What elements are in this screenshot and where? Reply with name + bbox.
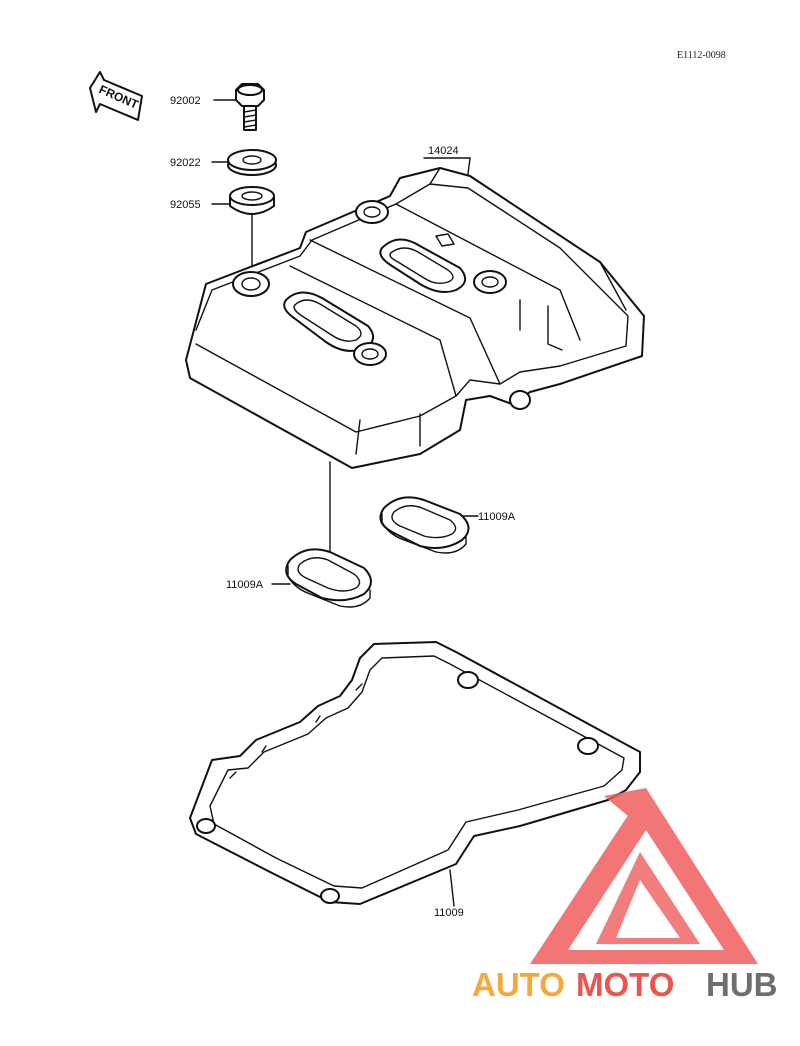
callout-plug-gasket-left: 11009A <box>226 579 264 591</box>
automotohub-wordmark: AUTO MOTO HUB <box>472 966 778 1003</box>
callout-grommet: 92055 <box>170 199 201 211</box>
grommet-part <box>229 186 275 215</box>
callout-head-cover-gasket: 11009 <box>434 907 464 919</box>
wordmark-moto: MOTO <box>576 966 674 1003</box>
callout-bolt: 92002 <box>170 95 201 107</box>
diagram-code: E1112-0098 <box>677 50 726 61</box>
wordmark-auto: AUTO <box>472 966 565 1003</box>
cylinder-head-cover <box>185 167 645 469</box>
plug-gasket-right <box>379 496 470 554</box>
plug-gasket-left <box>285 548 372 608</box>
callout-plug-gasket-right: 11009A <box>478 511 516 523</box>
wordmark-hub: HUB <box>706 966 778 1003</box>
bolt-part <box>235 83 265 131</box>
callout-cylinder-head-cover: 14024 <box>428 145 459 157</box>
automotohub-logo-icon <box>530 788 758 964</box>
head-cover-gasket <box>189 641 641 905</box>
front-arrow-icon: FRONT <box>89 71 143 121</box>
washer-part <box>227 149 277 176</box>
callout-washer: 92022 <box>170 157 201 169</box>
